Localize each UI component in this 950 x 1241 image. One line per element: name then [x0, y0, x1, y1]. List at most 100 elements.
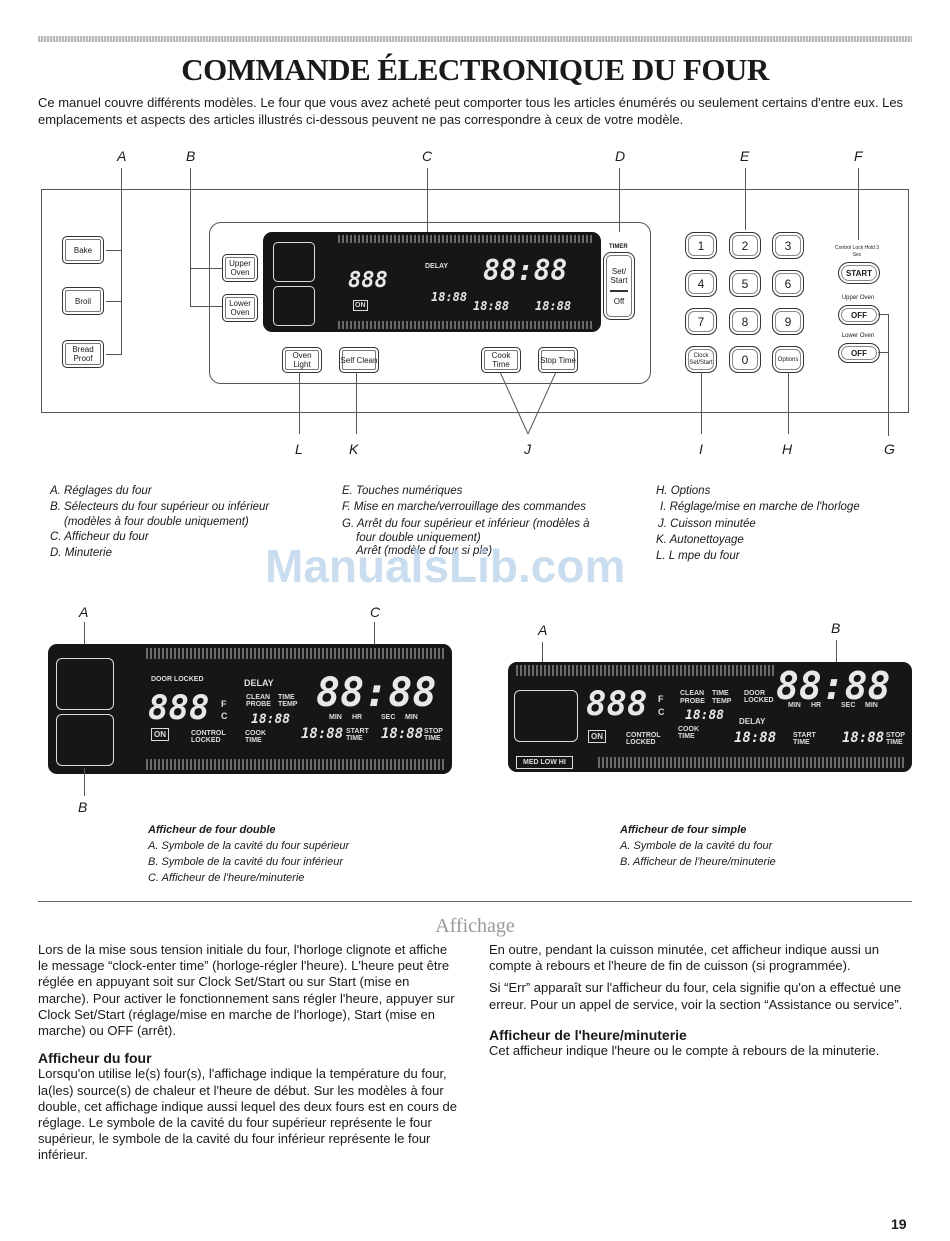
- upper-oven-button[interactable]: Upper Oven: [222, 254, 258, 282]
- legend-col-2: E. Touches numériques F. Mise en marche/…: [342, 483, 642, 558]
- double-oven-display: DOOR LOCKED DELAY 888 F C CLEAN TIME PRO…: [48, 644, 452, 774]
- oven-light-button[interactable]: Oven Light: [282, 347, 322, 373]
- intro-paragraph: Ce manuel couvre différents modèles. Le …: [38, 95, 904, 127]
- single-cavity-symbol-icon: [514, 690, 578, 742]
- single-delay: DELAY: [739, 717, 766, 726]
- caption-item: C. Afficheur de l'heure/minuterie: [148, 872, 305, 884]
- legend-item: G. Arrêt du four supérieur et inférieur …: [342, 517, 590, 530]
- lower-oven-label: Lower Oven: [841, 333, 875, 339]
- legend-item: H. Options: [656, 485, 711, 497]
- leader-i: [701, 372, 702, 434]
- single-c: C: [658, 707, 665, 717]
- paragraph: Lorsqu'on utilise le(s) four(s), l'affic…: [38, 1066, 457, 1163]
- cook-time-button[interactable]: Cook Time: [481, 347, 521, 373]
- key-4[interactable]: 4: [685, 270, 717, 297]
- legend-item: four double uniquement): [356, 531, 481, 544]
- single-on: ON: [588, 730, 606, 743]
- double-caption: Afficheur de four double A. Symbole de l…: [148, 822, 468, 886]
- callout-i: I: [699, 441, 703, 457]
- panel-clock-digits: 88:88: [483, 254, 568, 287]
- upper-off-button[interactable]: OFF: [838, 305, 880, 325]
- upper-oven-label: Upper Oven: [841, 295, 875, 301]
- leader-g-upper: [878, 314, 888, 315]
- page-title: COMMANDE ÉLECTRONIQUE DU FOUR: [181, 52, 769, 87]
- upper-cavity-icon: [273, 242, 315, 282]
- lower-cavity-symbol-icon: [56, 714, 114, 766]
- key-2[interactable]: 2: [729, 232, 761, 259]
- start-button[interactable]: START: [838, 262, 880, 284]
- single-probe: PROBE: [680, 698, 705, 705]
- section-rule: [38, 901, 912, 902]
- legend-item: A. Réglages du four: [50, 485, 152, 497]
- callout-f: F: [854, 148, 863, 164]
- single-clock-digits: 88:88: [776, 664, 891, 708]
- double-hr: HR: [352, 714, 363, 721]
- leader-g-lower: [878, 352, 888, 353]
- single-sec: SEC: [841, 702, 856, 709]
- options-button[interactable]: Options: [772, 346, 804, 373]
- control-lock-label: Control Lock Hold 3 Sec: [835, 245, 879, 258]
- lower-off-button[interactable]: OFF: [838, 343, 880, 363]
- leader-a: [121, 168, 122, 354]
- left-column: Lors de la mise sous tension initiale du…: [38, 942, 458, 1164]
- key-1[interactable]: 1: [685, 232, 717, 259]
- leader-a-proof: [106, 354, 122, 355]
- timer-divider: [610, 289, 628, 292]
- key-5[interactable]: 5: [729, 270, 761, 297]
- legend-col-1: A. Réglages du four B. Sélecteurs du fou…: [50, 483, 330, 561]
- control-panel: [41, 189, 909, 413]
- self-clean-button[interactable]: Self Clean: [339, 347, 379, 373]
- single-stop-digits: 18:88: [842, 730, 885, 746]
- single-start-digits: 18:88: [734, 730, 777, 746]
- legend-item: E. Touches numériques: [342, 485, 463, 497]
- clock-set-start-button[interactable]: Clock Set/Start: [685, 346, 717, 373]
- panel-stop-digits: 18:88: [535, 299, 572, 313]
- leader-l: [299, 372, 300, 434]
- bake-button[interactable]: Bake: [62, 236, 104, 264]
- double-clean: CLEAN: [246, 694, 271, 701]
- legend-item: K. Autonettoyage: [656, 533, 744, 546]
- double-label-c: C: [370, 604, 381, 620]
- double-start-time: START TIME: [346, 728, 369, 742]
- single-door-locked: DOOR LOCKED: [744, 690, 774, 704]
- single-caption-title: Afficheur de four simple: [620, 824, 747, 836]
- legend-item: J. Cuisson minutée: [658, 517, 756, 530]
- timer-button[interactable]: Set/ Start Off: [603, 252, 635, 320]
- header-rule: [38, 36, 912, 42]
- broil-button[interactable]: Broil: [62, 287, 104, 315]
- double-c: C: [221, 711, 228, 721]
- double-control-locked: CONTROL LOCKED: [191, 730, 226, 744]
- leader-a-bake: [106, 250, 122, 251]
- single-caption: Afficheur de four simple A. Symbole de l…: [620, 822, 920, 870]
- single-start-time: START TIME: [793, 732, 816, 746]
- legend-item: (modèles à four double uniquement): [64, 515, 249, 528]
- single-time: TIME: [712, 690, 729, 697]
- callout-d: D: [615, 148, 626, 164]
- panel-small-digits: 18:88: [431, 290, 468, 304]
- leader-h: [788, 372, 789, 434]
- subheading-clock-display: Afficheur de l'heure/minuterie: [489, 1026, 687, 1043]
- caption-item: B. Afficheur de l'heure/minuterie: [620, 856, 776, 868]
- double-label-b: B: [78, 799, 88, 815]
- key-9[interactable]: 9: [772, 308, 804, 335]
- lower-oven-button[interactable]: Lower Oven: [222, 294, 258, 322]
- key-0[interactable]: 0: [729, 346, 761, 373]
- stop-time-button[interactable]: Stop Time: [538, 347, 578, 373]
- panel-delay: DELAY: [425, 263, 449, 270]
- key-3[interactable]: 3: [772, 232, 804, 259]
- legend-col-3: H. Options I. Réglage/mise en marche de …: [656, 483, 916, 564]
- key-6[interactable]: 6: [772, 270, 804, 297]
- key-8[interactable]: 8: [729, 308, 761, 335]
- single-stop-time: STOP TIME: [886, 732, 905, 746]
- caption-item: A. Symbole de la cavité du four: [620, 840, 773, 852]
- upper-cavity-symbol-icon: [56, 658, 114, 710]
- legend-item: C. Afficheur du four: [50, 530, 149, 543]
- leader-b-lower: [190, 306, 222, 307]
- double-label-a: A: [79, 604, 89, 620]
- bread-proof-button[interactable]: Bread Proof: [62, 340, 104, 368]
- double-door-locked: DOOR LOCKED: [151, 676, 204, 683]
- legend-item: Arrêt (modèle d four si ple): [356, 544, 493, 557]
- leader-e: [745, 168, 746, 230]
- panel-temp-digits: 888: [348, 268, 388, 293]
- key-7[interactable]: 7: [685, 308, 717, 335]
